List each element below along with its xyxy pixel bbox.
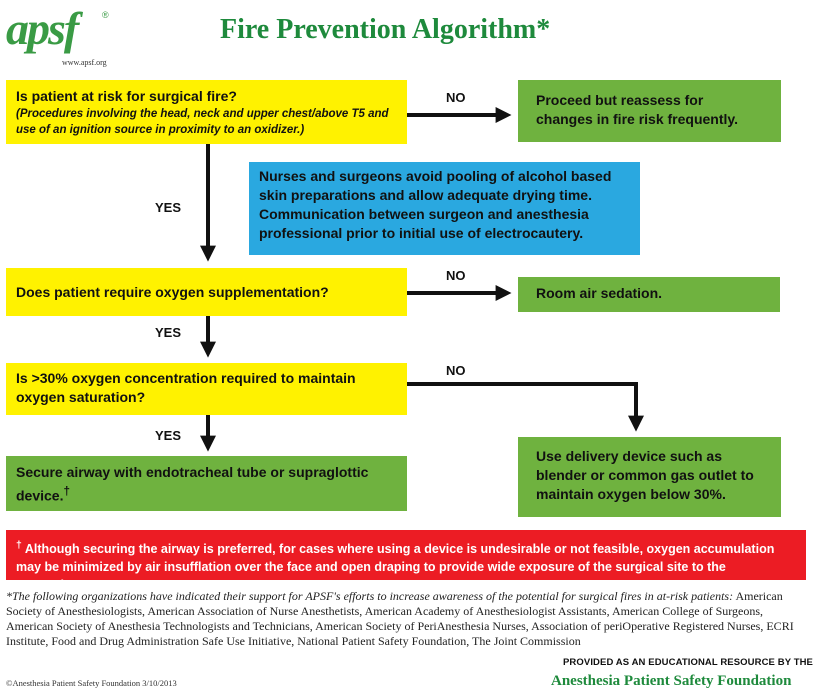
label-yes-q2: YES [155, 325, 182, 340]
dagger-mark: † [63, 485, 70, 498]
apsf-logo: apsf ® www.apsf.org [6, 6, 116, 70]
label-yes-q1: YES [155, 200, 182, 215]
info-nurses-surgeons: Nurses and surgeons avoid pooling of alc… [249, 162, 640, 255]
copyright: ©Anesthesia Patient Safety Foundation 3/… [6, 678, 177, 688]
dagger-mark: † [16, 540, 22, 551]
logo-mark: apsf [6, 3, 79, 54]
provided-by: PROVIDED AS AN EDUCATIONAL RESOURCE BY T… [563, 657, 813, 668]
question-text: Is patient at risk for surgical fire? [16, 88, 237, 104]
footnote-lead: *The following organizations have indica… [6, 589, 734, 603]
action-delivery-device: Use delivery device such as blender or c… [518, 437, 781, 517]
warning-text: Although securing the airway is preferre… [16, 542, 775, 593]
action-room-air-sedation: Room air sedation. [518, 277, 780, 312]
label-yes-q3: YES [155, 428, 182, 443]
question-subtext: (Procedures involving the head, neck and… [16, 108, 389, 136]
label-no-q2: NO [446, 268, 466, 283]
page-title: Fire Prevention Algorithm* [220, 14, 551, 45]
warning-note: † Although securing the airway is prefer… [6, 530, 806, 592]
action-text: Secure airway with endotracheal tube or … [16, 464, 369, 504]
action-reassess-risk: Proceed but reassess for changes in fire… [518, 80, 781, 142]
foundation-name: Anesthesia Patient Safety Foundation [551, 673, 792, 689]
question-oxygen-supplementation: Does patient require oxygen supplementat… [6, 268, 407, 316]
arrow-q3-no [407, 382, 644, 432]
question-surgical-fire-risk: Is patient at risk for surgical fire? (P… [6, 80, 407, 144]
registered-mark: ® [102, 10, 109, 20]
question-oxygen-concentration: Is >30% oxygen concentration required to… [6, 363, 407, 415]
label-no-q1: NO [446, 90, 466, 105]
logo-url: www.apsf.org [62, 58, 107, 67]
label-no-q3: NO [446, 363, 466, 378]
footnote-body: American Society of Anesthesiologists, A… [6, 589, 794, 648]
supporting-organizations-footnote: *The following organizations have indica… [6, 589, 806, 649]
action-secure-airway: Secure airway with endotracheal tube or … [6, 456, 407, 511]
